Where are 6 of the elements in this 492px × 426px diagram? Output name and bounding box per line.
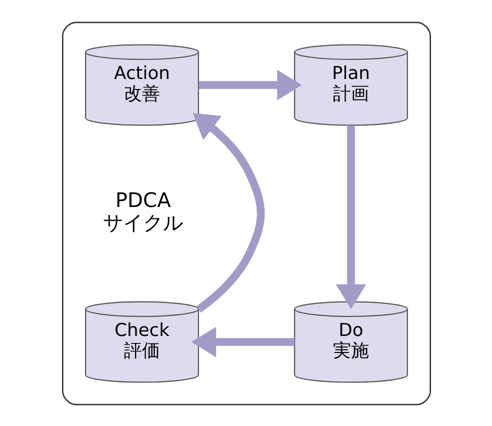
arrow (335, 124, 366, 309)
label: PDCA サイクル (102, 188, 183, 234)
cluster (62, 21, 430, 405)
arrow (198, 69, 302, 100)
arrow (192, 112, 264, 312)
arrow (190, 326, 294, 357)
